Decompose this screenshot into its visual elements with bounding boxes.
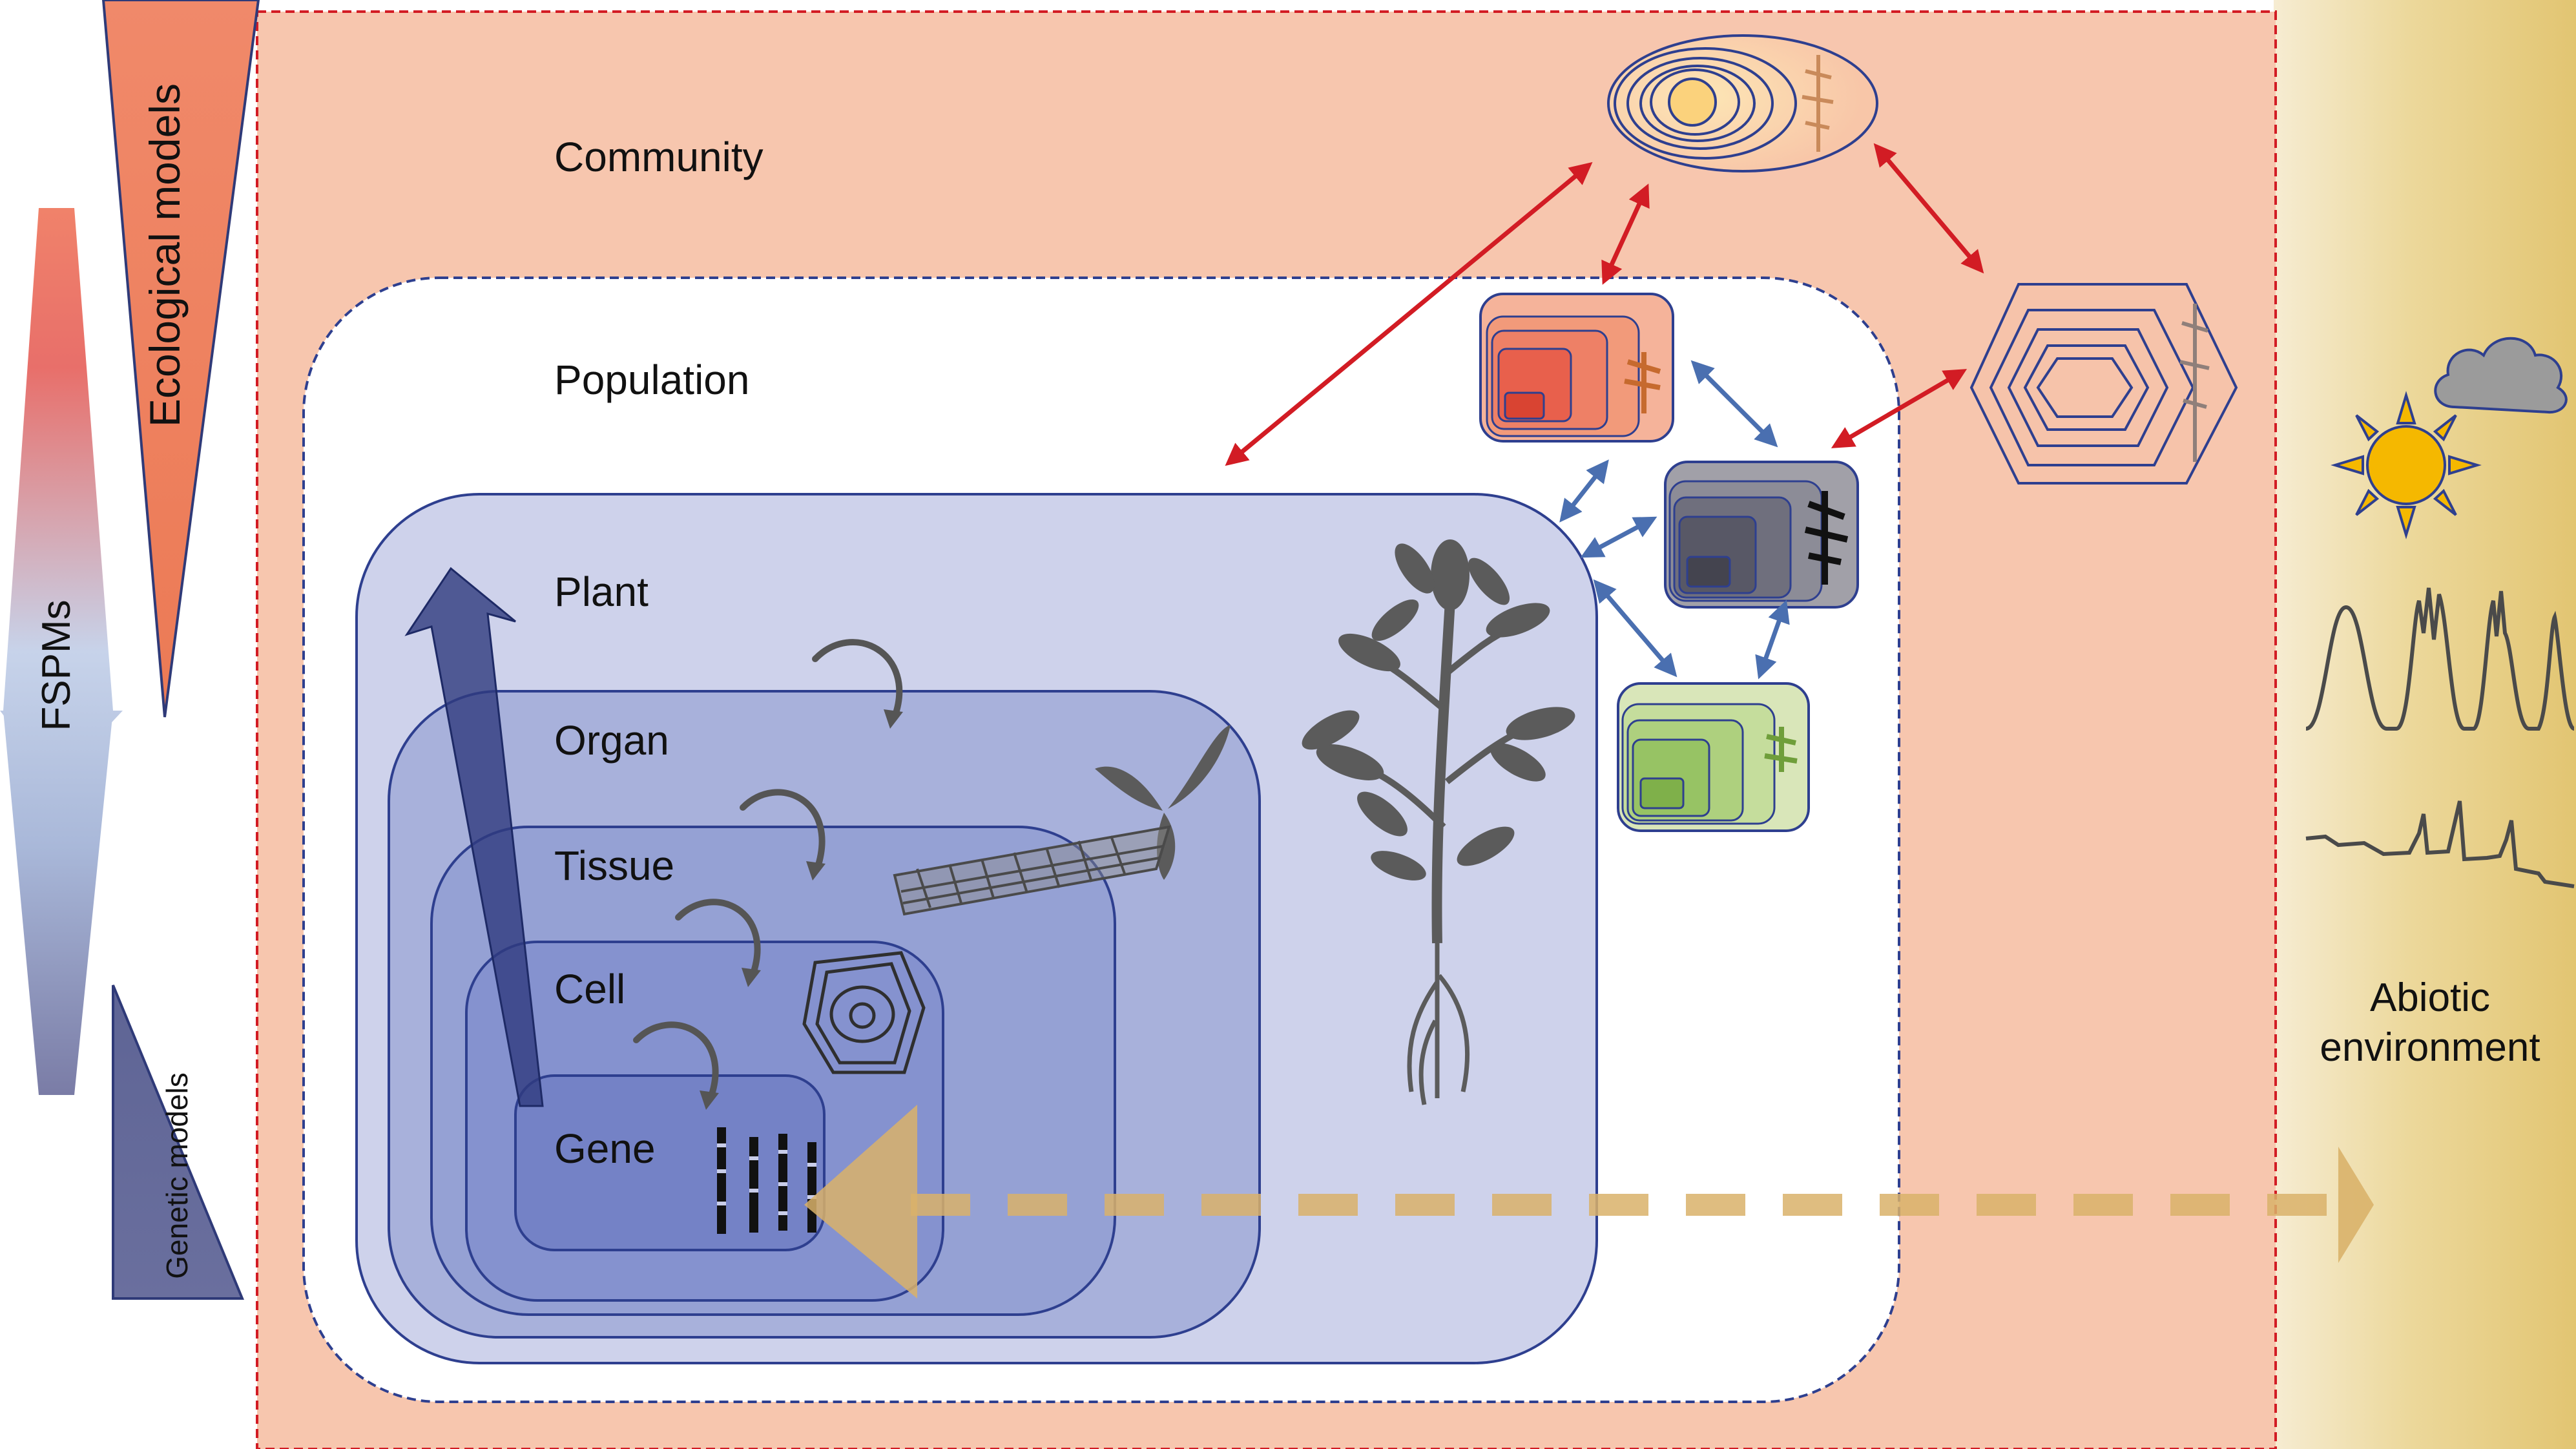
organ-label: Organ	[554, 717, 669, 764]
upscaling-arrow	[404, 567, 544, 1107]
gene-box	[514, 1074, 826, 1251]
environment-label-line2: environment	[2320, 1025, 2540, 1070]
genetic-models-label: Genetic models	[160, 1072, 194, 1279]
ecological-models-wedge	[101, 0, 260, 718]
cloud-icon	[2434, 337, 2568, 414]
plant-label: Plant	[554, 568, 649, 615]
hexagon-population-icon	[1969, 283, 2238, 485]
environment-gene-arrow	[804, 1105, 2374, 1298]
sun-icon	[2331, 391, 2482, 539]
plant-silhouette-icon	[1302, 539, 1575, 1105]
tissue-label: Tissue	[554, 842, 674, 889]
ecological-models-label: Ecological models	[141, 83, 189, 427]
environment-band	[2274, 0, 2576, 1449]
community-label: Community	[554, 134, 763, 180]
population-icon-grey	[1664, 461, 1859, 609]
weather-timeseries-icon	[2305, 587, 2575, 888]
community-ellipse-icon	[1607, 34, 1878, 172]
genetic-models-wedge	[112, 985, 244, 1300]
fspms-label: FSPMs	[34, 599, 79, 731]
leaf-tissue-icon	[893, 825, 1171, 916]
community-interaction-arrows	[1225, 143, 1984, 466]
population-label: Population	[554, 357, 749, 403]
cell-label: Cell	[554, 966, 625, 1012]
gene-label: Gene	[554, 1125, 656, 1172]
community-border	[256, 10, 2277, 1449]
feedback-arrows	[633, 639, 903, 1101]
cell-icon	[802, 951, 926, 1074]
environment-label-line1: Abiotic	[2370, 975, 2490, 1020]
population-icon-red	[1479, 293, 1674, 443]
population-interaction-arrows	[1559, 360, 1790, 680]
fspms-diamond	[3, 208, 113, 1095]
population-icon-green	[1617, 682, 1810, 832]
